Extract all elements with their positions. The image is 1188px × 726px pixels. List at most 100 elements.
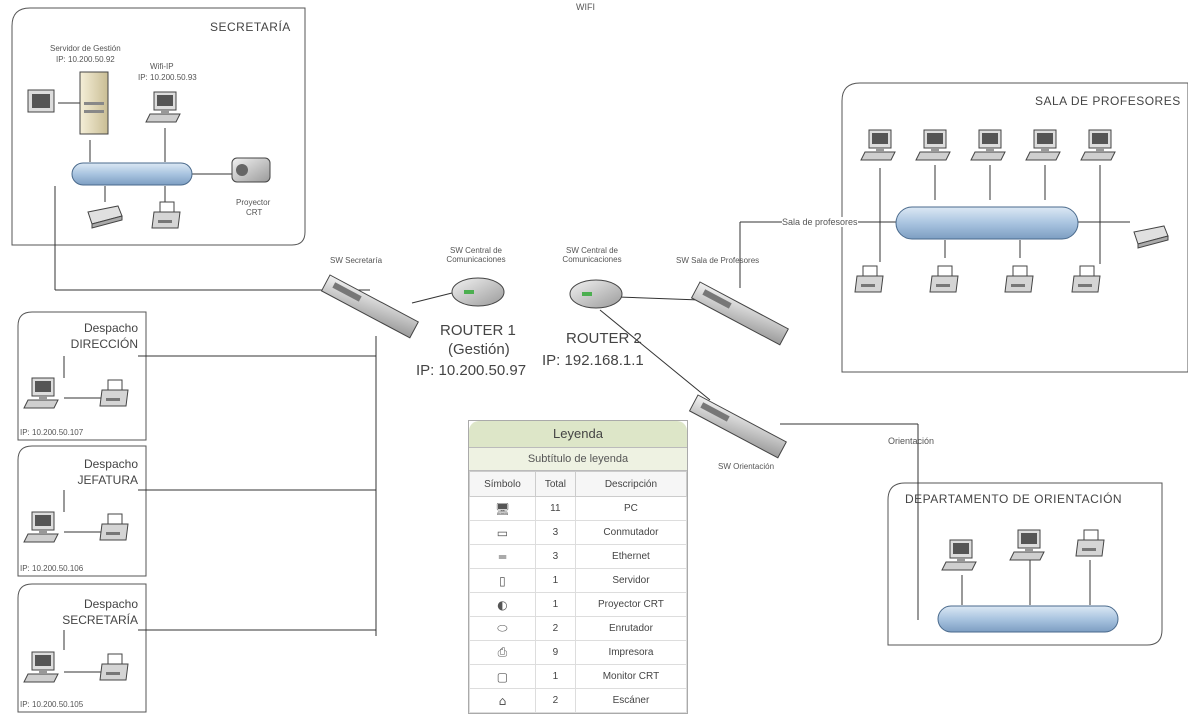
legend-header-symbol: Símbolo xyxy=(469,471,536,497)
legend-description: Proyector CRT xyxy=(574,592,688,617)
legend-total: 1 xyxy=(534,592,576,617)
legend-description: Monitor CRT xyxy=(574,664,688,689)
secretaria-title: SECRETARÍA xyxy=(210,20,291,34)
printer-icon xyxy=(929,265,959,293)
router2-name: ROUTER 2 xyxy=(566,330,642,347)
wifi-label: WIFI xyxy=(576,2,595,12)
projector-label-2: CRT xyxy=(246,208,263,217)
legend-total: 9 xyxy=(534,640,576,665)
despacho-direccion-label: Despacho DIRECCIÓN xyxy=(40,320,138,352)
router-1 xyxy=(451,277,505,307)
legend-symbol-cell: ▭ xyxy=(469,520,536,545)
ethernet-icon: ═ xyxy=(498,549,507,564)
legend-symbol-cell: ◐ xyxy=(469,592,536,617)
legend-description: Enrutador xyxy=(574,616,688,641)
pc-icon xyxy=(860,129,896,161)
scanner-icon xyxy=(1133,225,1169,249)
legend-total: 2 xyxy=(534,616,576,641)
pc-wifi-label: Wifi-IP xyxy=(150,62,174,71)
ethernet-bus-sala-profesores xyxy=(895,206,1079,240)
legend-symbol-cell: ▢ xyxy=(469,664,536,689)
despacho-jefatura-ip: IP: 10.200.50.106 xyxy=(20,564,84,573)
pc-icon xyxy=(915,129,951,161)
scanner-icon xyxy=(87,205,123,229)
printer-icon: ⎙ xyxy=(497,645,508,659)
legend-symbol-cell: ⬭ xyxy=(469,616,536,641)
despacho-direccion-line1: Despacho xyxy=(83,321,138,335)
ethernet-bus-orientacion xyxy=(937,605,1119,633)
despacho-jefatura-frame xyxy=(17,445,147,577)
sala-profesores-room-frame xyxy=(841,82,1188,373)
legend: Leyenda Subtítulo de leyenda Símbolo Tot… xyxy=(468,420,688,714)
pc-icon xyxy=(145,91,181,123)
projector-label-1: Proyector xyxy=(236,198,271,207)
server-label-name: Servidor de Gestión xyxy=(50,44,121,53)
despacho-secretaria-line2: SECRETARÍA xyxy=(62,613,138,627)
legend-header-description: Descripción xyxy=(574,471,688,497)
sw-secretaria-label: SW Secretaría xyxy=(330,256,383,265)
legend-total: 11 xyxy=(534,496,576,521)
monitor-crt xyxy=(27,89,55,113)
legend-symbol-cell: ⎙ xyxy=(469,640,536,665)
printer-icon xyxy=(1075,529,1105,557)
pc-wifi-ip: IP: 10.200.50.93 xyxy=(138,73,197,82)
sala-profesores-title: SALA DE PROFESORES xyxy=(1035,94,1181,108)
orientacion-link-label: Orientación xyxy=(888,436,935,446)
router1-caption: SW Central de Comunicaciones xyxy=(446,246,506,264)
pc-icon xyxy=(23,377,59,409)
legend-description: PC xyxy=(574,496,688,521)
legend-description: Ethernet xyxy=(574,544,688,569)
legend-total: 1 xyxy=(534,664,576,689)
pc-icon xyxy=(1080,129,1116,161)
router2-ip: IP: 192.168.1.1 xyxy=(542,352,644,369)
scanner-icon: ⌂ xyxy=(498,693,507,708)
despacho-jefatura-line1: Despacho xyxy=(83,457,138,471)
legend-description: Conmutador xyxy=(574,520,688,545)
despacho-secretaria-frame xyxy=(17,583,147,713)
monitor-icon: ▢ xyxy=(496,669,509,684)
server xyxy=(79,71,109,135)
printer-icon xyxy=(99,513,129,541)
router2-caption: SW Central de Comunicaciones xyxy=(562,246,622,264)
legend-symbol-cell: ═ xyxy=(469,544,536,569)
server-icon: ▯ xyxy=(499,573,506,588)
projector xyxy=(231,157,271,183)
sw-sala-label: SW Sala de Profesores xyxy=(676,256,760,265)
orientacion-title: DEPARTAMENTO DE ORIENTACIÓN xyxy=(905,492,1123,506)
pc-icon: 🖥 xyxy=(494,501,511,516)
legend-header-row: Símbolo Total Descripción xyxy=(469,471,688,497)
legend-description: Impresora xyxy=(574,640,688,665)
pc-icon xyxy=(1025,129,1061,161)
switch-orientacion xyxy=(688,394,787,459)
legend-title: Leyenda xyxy=(469,421,687,448)
router1-ip: IP: 10.200.50.97 xyxy=(416,362,527,379)
legend-symbol-cell: 🖥 xyxy=(469,496,536,521)
sw-orientacion-label: SW Orientación xyxy=(718,462,775,471)
printer-icon xyxy=(1071,265,1101,293)
printer-icon xyxy=(1004,265,1034,293)
pc-icon xyxy=(23,511,59,543)
router-2 xyxy=(569,279,623,309)
printer-icon xyxy=(151,201,181,229)
legend-description: Escáner xyxy=(574,688,688,713)
orientacion-room-frame xyxy=(887,482,1163,646)
legend-header-total: Total xyxy=(534,471,576,497)
legend-total: 1 xyxy=(534,568,576,593)
legend-description: Servidor xyxy=(574,568,688,593)
switch-secretaria xyxy=(320,274,419,339)
printer-icon xyxy=(99,653,129,681)
ethernet-bus-secretaria xyxy=(71,162,193,186)
switch-sala-profesores xyxy=(690,281,789,346)
router1-sub: (Gestión) xyxy=(448,341,510,358)
legend-symbol-cell: ⌂ xyxy=(469,688,536,713)
